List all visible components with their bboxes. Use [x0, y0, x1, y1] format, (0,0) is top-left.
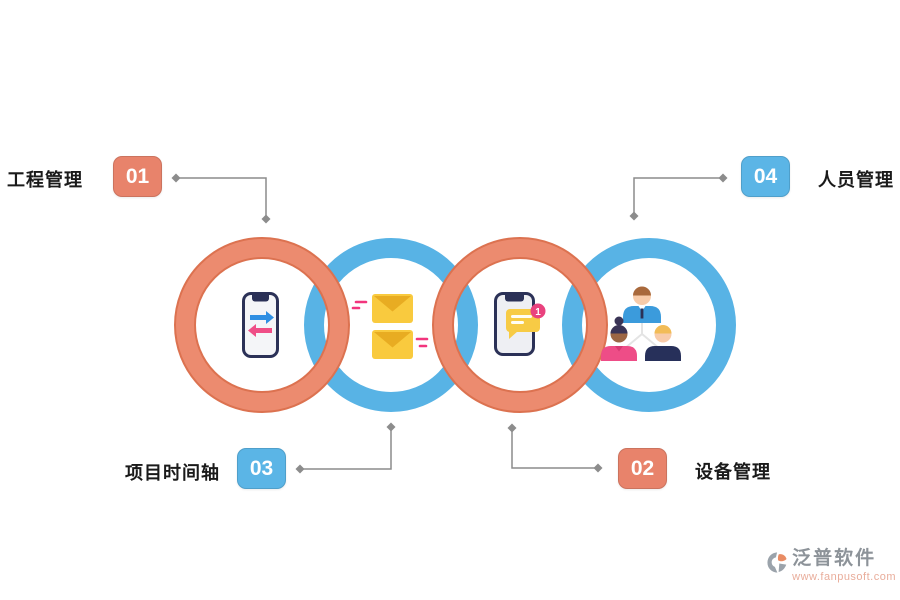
- motion-dashes: [351, 300, 429, 348]
- notification-count: 1: [535, 307, 541, 318]
- message-bubble: [506, 309, 540, 339]
- phone-notch: [505, 295, 524, 302]
- phone-sync-icon: [242, 292, 279, 358]
- envelopes-icon: [351, 294, 429, 359]
- ring-engineering: [176, 239, 348, 411]
- connector-02: [511, 428, 598, 469]
- sync-arrows: [248, 311, 274, 337]
- feature-badge-02: 02: [618, 448, 667, 489]
- connector-01: [176, 177, 267, 219]
- feature-label-timeline: 项目时间轴: [125, 463, 220, 483]
- connector-endpoints: [171, 173, 728, 474]
- phone-message-icon: 1: [494, 292, 546, 356]
- connector-04: [633, 177, 723, 216]
- feature-label-personnel: 人员管理: [818, 170, 894, 190]
- watermark-brand: 泛普软件: [792, 548, 877, 569]
- fanpu-logo-icon: [767, 552, 787, 573]
- person-left: [601, 316, 637, 361]
- watermark: 泛普软件 www.fanpusoft.com: [766, 548, 896, 583]
- feature-label-equipment: 设备管理: [695, 462, 771, 482]
- ring-group: [174, 237, 736, 413]
- envelope-bottom: [372, 330, 413, 359]
- ring-timeline: [304, 238, 478, 412]
- phone-notch: [252, 295, 269, 302]
- feature-label-engineering: 工程管理: [7, 170, 83, 190]
- feature-badge-04: 04: [741, 156, 790, 197]
- person-top: [623, 286, 661, 323]
- person-right: [645, 325, 681, 361]
- watermark-url: www.fanpusoft.com: [792, 570, 896, 583]
- ring-personnel: [562, 238, 736, 412]
- ring-equipment: [434, 239, 606, 411]
- connectors: [176, 177, 723, 470]
- connector-03: [300, 427, 392, 470]
- feature-badge-03: 03: [237, 448, 286, 489]
- team-icon: [601, 286, 681, 361]
- feature-badge-01: 01: [113, 156, 162, 197]
- envelope-top: [372, 294, 413, 323]
- notification-badge: 1: [530, 303, 546, 319]
